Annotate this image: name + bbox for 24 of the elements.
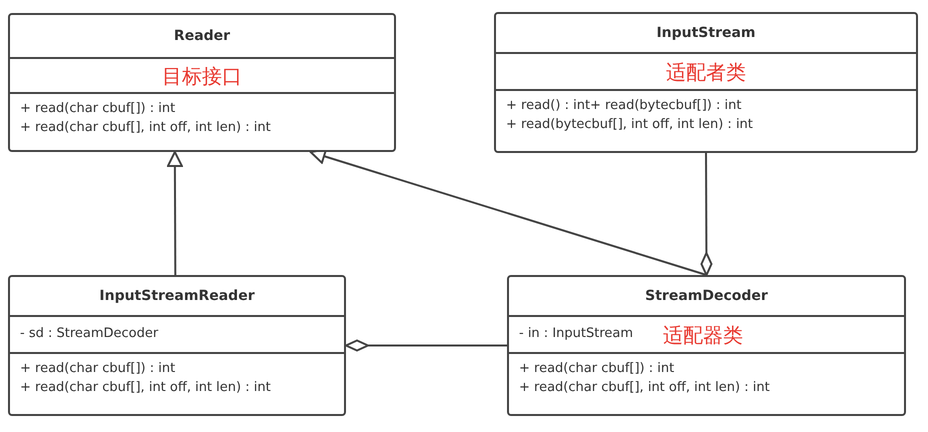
class-box — [494, 12, 918, 153]
aggregation-connector — [345, 340, 507, 352]
method-text: + read(char cbuf[]) : int — [20, 360, 176, 378]
inheritance-arrow — [166, 151, 183, 275]
role-note: 适配器类 — [663, 324, 744, 346]
attribute-text: - sd : StreamDecoder — [20, 325, 158, 344]
method-text: + read(char cbuf[], int off, int len) : int — [20, 118, 271, 137]
method-text: + read(char cbuf[], int off, int len) : int — [20, 378, 271, 397]
method-text: + read(char cbuf[]) : int — [20, 100, 176, 118]
attribute-text: - in : InputStream — [519, 325, 634, 344]
class-box — [8, 13, 396, 152]
aggregation-connector — [700, 153, 712, 276]
class-name: Reader — [174, 26, 230, 46]
class-name: InputStream — [656, 24, 756, 43]
method-text: + read(char cbuf[]) : int — [519, 360, 674, 378]
role-note: 目标接口 — [162, 64, 242, 86]
method-text: + read(bytecbuf[], int off, int len) : int — [506, 116, 753, 134]
role-note: 适配者类 — [666, 60, 746, 82]
class-box — [507, 275, 906, 416]
method-text: + read(char cbuf[], int off, int len) : int — [519, 378, 770, 397]
method-text: + read() : int+ read(bytecbuf[]) : int — [506, 97, 742, 115]
class-name: InputStreamReader — [99, 286, 255, 306]
class-box — [8, 275, 346, 416]
class-name: StreamDecoder — [645, 286, 768, 306]
